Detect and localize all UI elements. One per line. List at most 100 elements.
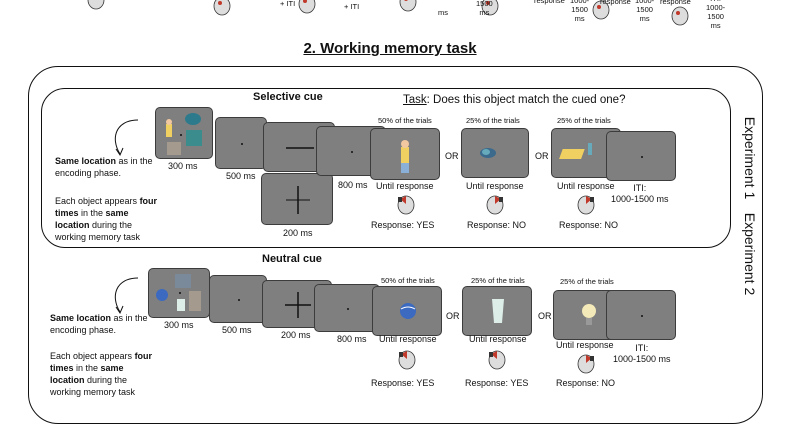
- mouse-icon: [577, 354, 595, 374]
- selective-encoding-time: 300 ms: [168, 161, 198, 171]
- neutral-probe3-object: [582, 304, 596, 325]
- neutral-probe2-object: [492, 299, 504, 323]
- neutral-note1-rest: as in the encoding phase.: [50, 313, 148, 335]
- neutral-cue-title: Neutral cue: [262, 253, 322, 265]
- top-strip-text-8: 1000- 1500 ms: [635, 0, 655, 23]
- neutral-delay2-screen: [314, 284, 380, 332]
- neutral-cue-time: 200 ms: [281, 330, 311, 340]
- neutral-probe2-pct: 25% of the trials: [471, 276, 525, 285]
- selective-cue-horizontal-icon: [286, 147, 314, 149]
- selective-note2-e: during the working memory task: [55, 220, 141, 242]
- selective-probe2-screen: [461, 128, 529, 178]
- selective-cue-title: Selective cue: [253, 91, 323, 103]
- neutral-arrow: [115, 277, 139, 315]
- neutral-probe1-response: Response: YES: [371, 378, 435, 388]
- neutral-probe2-response: Response: YES: [465, 378, 529, 388]
- mouse-icon: [398, 350, 416, 370]
- task-prefix: Task: [403, 94, 427, 106]
- mouse-icon: [577, 195, 595, 215]
- neutral-probe1-pct: 50% of the trials: [381, 276, 435, 285]
- neutral-note2-d: same location: [50, 363, 124, 385]
- selective-iti: ITI: 1000-1500 ms: [611, 183, 669, 204]
- selective-note2-c: in the: [78, 208, 106, 218]
- selective-note2-b: four times: [55, 196, 158, 218]
- experiment-1-frame: [41, 88, 731, 248]
- neutral-iti: ITI: 1000-1500 ms: [613, 343, 671, 364]
- selective-note2-d: same location: [55, 208, 129, 230]
- neutral-delay1-time: 500 ms: [222, 325, 252, 335]
- neutral-cue-plus-icon: [285, 292, 311, 318]
- selective-cue-vertical-screen: [261, 173, 333, 225]
- top-strip-text-3: ms: [438, 8, 448, 17]
- selective-probe2-pct: 25% of the trials: [466, 116, 520, 125]
- top-strip-text-10: ITI: 1000- 1500 ms: [706, 0, 726, 30]
- selective-probe3-until: Until response: [557, 181, 615, 191]
- selective-probe3-object: [559, 143, 592, 159]
- selective-note-1: Same location as in the encoding phase.: [55, 155, 165, 179]
- experiment-1-label: Experiment 1: [742, 116, 758, 200]
- neutral-iti-screen: [606, 290, 676, 340]
- selective-probe3-pct: 25% of the trials: [557, 116, 611, 125]
- neutral-probe3-pct: 25% of the trials: [560, 277, 614, 286]
- selective-probe1-object: [401, 140, 409, 173]
- neutral-delay1-screen: [209, 275, 267, 323]
- experiment-2-label: Experiment 2: [742, 212, 758, 296]
- selective-encoding-objects: [166, 113, 202, 155]
- selective-probe1-pct: 50% of the trials: [378, 116, 432, 125]
- top-strip-text-5: response: [534, 0, 565, 5]
- task-text: : Does this object match the cued one?: [426, 94, 626, 106]
- selective-delay2-time: 800 ms: [338, 180, 368, 190]
- neutral-probe1-screen: [372, 286, 442, 336]
- mouse-icon: [488, 350, 506, 370]
- neutral-note1-bold: Same location: [50, 313, 112, 323]
- top-strip-text-4: 1500 ms: [476, 0, 493, 17]
- neutral-note2-b: four times: [50, 351, 153, 373]
- task-line: Task: Does this object match the cued on…: [403, 94, 625, 106]
- selective-probe2-object: [480, 148, 496, 158]
- mouse-icon: [486, 195, 504, 215]
- neutral-note2-a: Each object appears: [50, 351, 135, 361]
- selective-note2-a: Each object appears: [55, 196, 140, 206]
- neutral-encoding-screen: [148, 268, 210, 318]
- neutral-note2-e: during the working memory task: [50, 375, 136, 397]
- top-strip-text-1: + ITI: [280, 0, 296, 8]
- selective-note-2: Each object appears four times in the sa…: [55, 195, 165, 243]
- selective-probe1-response: Response: YES: [371, 220, 435, 230]
- selective-cue-plus-icon: [286, 186, 310, 214]
- neutral-probe1-until: Until response: [379, 334, 437, 344]
- selective-note1-bold: Same location: [55, 156, 117, 166]
- neutral-probe1-object: [400, 303, 416, 319]
- selective-probe1-until: Until response: [376, 181, 434, 191]
- selective-note1-rest: as in the encoding phase.: [55, 156, 153, 178]
- neutral-probe2-screen: [462, 286, 532, 336]
- neutral-probe3-until: Until response: [556, 340, 614, 350]
- selective-or-1: OR: [445, 151, 459, 161]
- selective-arrow: [115, 119, 139, 157]
- selective-probe1-screen: [370, 128, 440, 180]
- neutral-delay2-time: 800 ms: [337, 334, 367, 344]
- selective-probe2-response: Response: NO: [467, 220, 527, 230]
- neutral-probe3-response: Response: NO: [556, 378, 616, 388]
- section-title: 2. Working memory task: [303, 40, 477, 57]
- top-strip-text-9: response: [660, 0, 691, 6]
- top-strip-text-7: response: [600, 0, 631, 6]
- mouse-icon: [397, 195, 415, 215]
- selective-probe3-response: Response: NO: [559, 220, 619, 230]
- neutral-or-2: OR: [538, 311, 552, 321]
- selective-cue-time: 200 ms: [283, 228, 313, 238]
- top-strip-mice: [87, 0, 689, 26]
- neutral-note-2: Each object appears four times in the sa…: [50, 350, 160, 398]
- neutral-note2-c: in the: [73, 363, 101, 373]
- selective-delay1-screen: [215, 117, 267, 169]
- top-strip-text-6: 1000- 1500 ms: [570, 0, 590, 23]
- neutral-or-1: OR: [446, 311, 460, 321]
- selective-delay1-time: 500 ms: [226, 171, 256, 181]
- top-strip-text-2: + ITI: [344, 2, 360, 11]
- neutral-probe2-until: Until response: [469, 334, 527, 344]
- selective-or-2: OR: [535, 151, 549, 161]
- neutral-encoding-time: 300 ms: [164, 320, 194, 330]
- selective-probe2-until: Until response: [466, 181, 524, 191]
- neutral-note-1: Same location as in the encoding phase.: [50, 312, 160, 336]
- neutral-encoding-objects: [156, 274, 201, 311]
- selective-iti-screen: [606, 131, 676, 181]
